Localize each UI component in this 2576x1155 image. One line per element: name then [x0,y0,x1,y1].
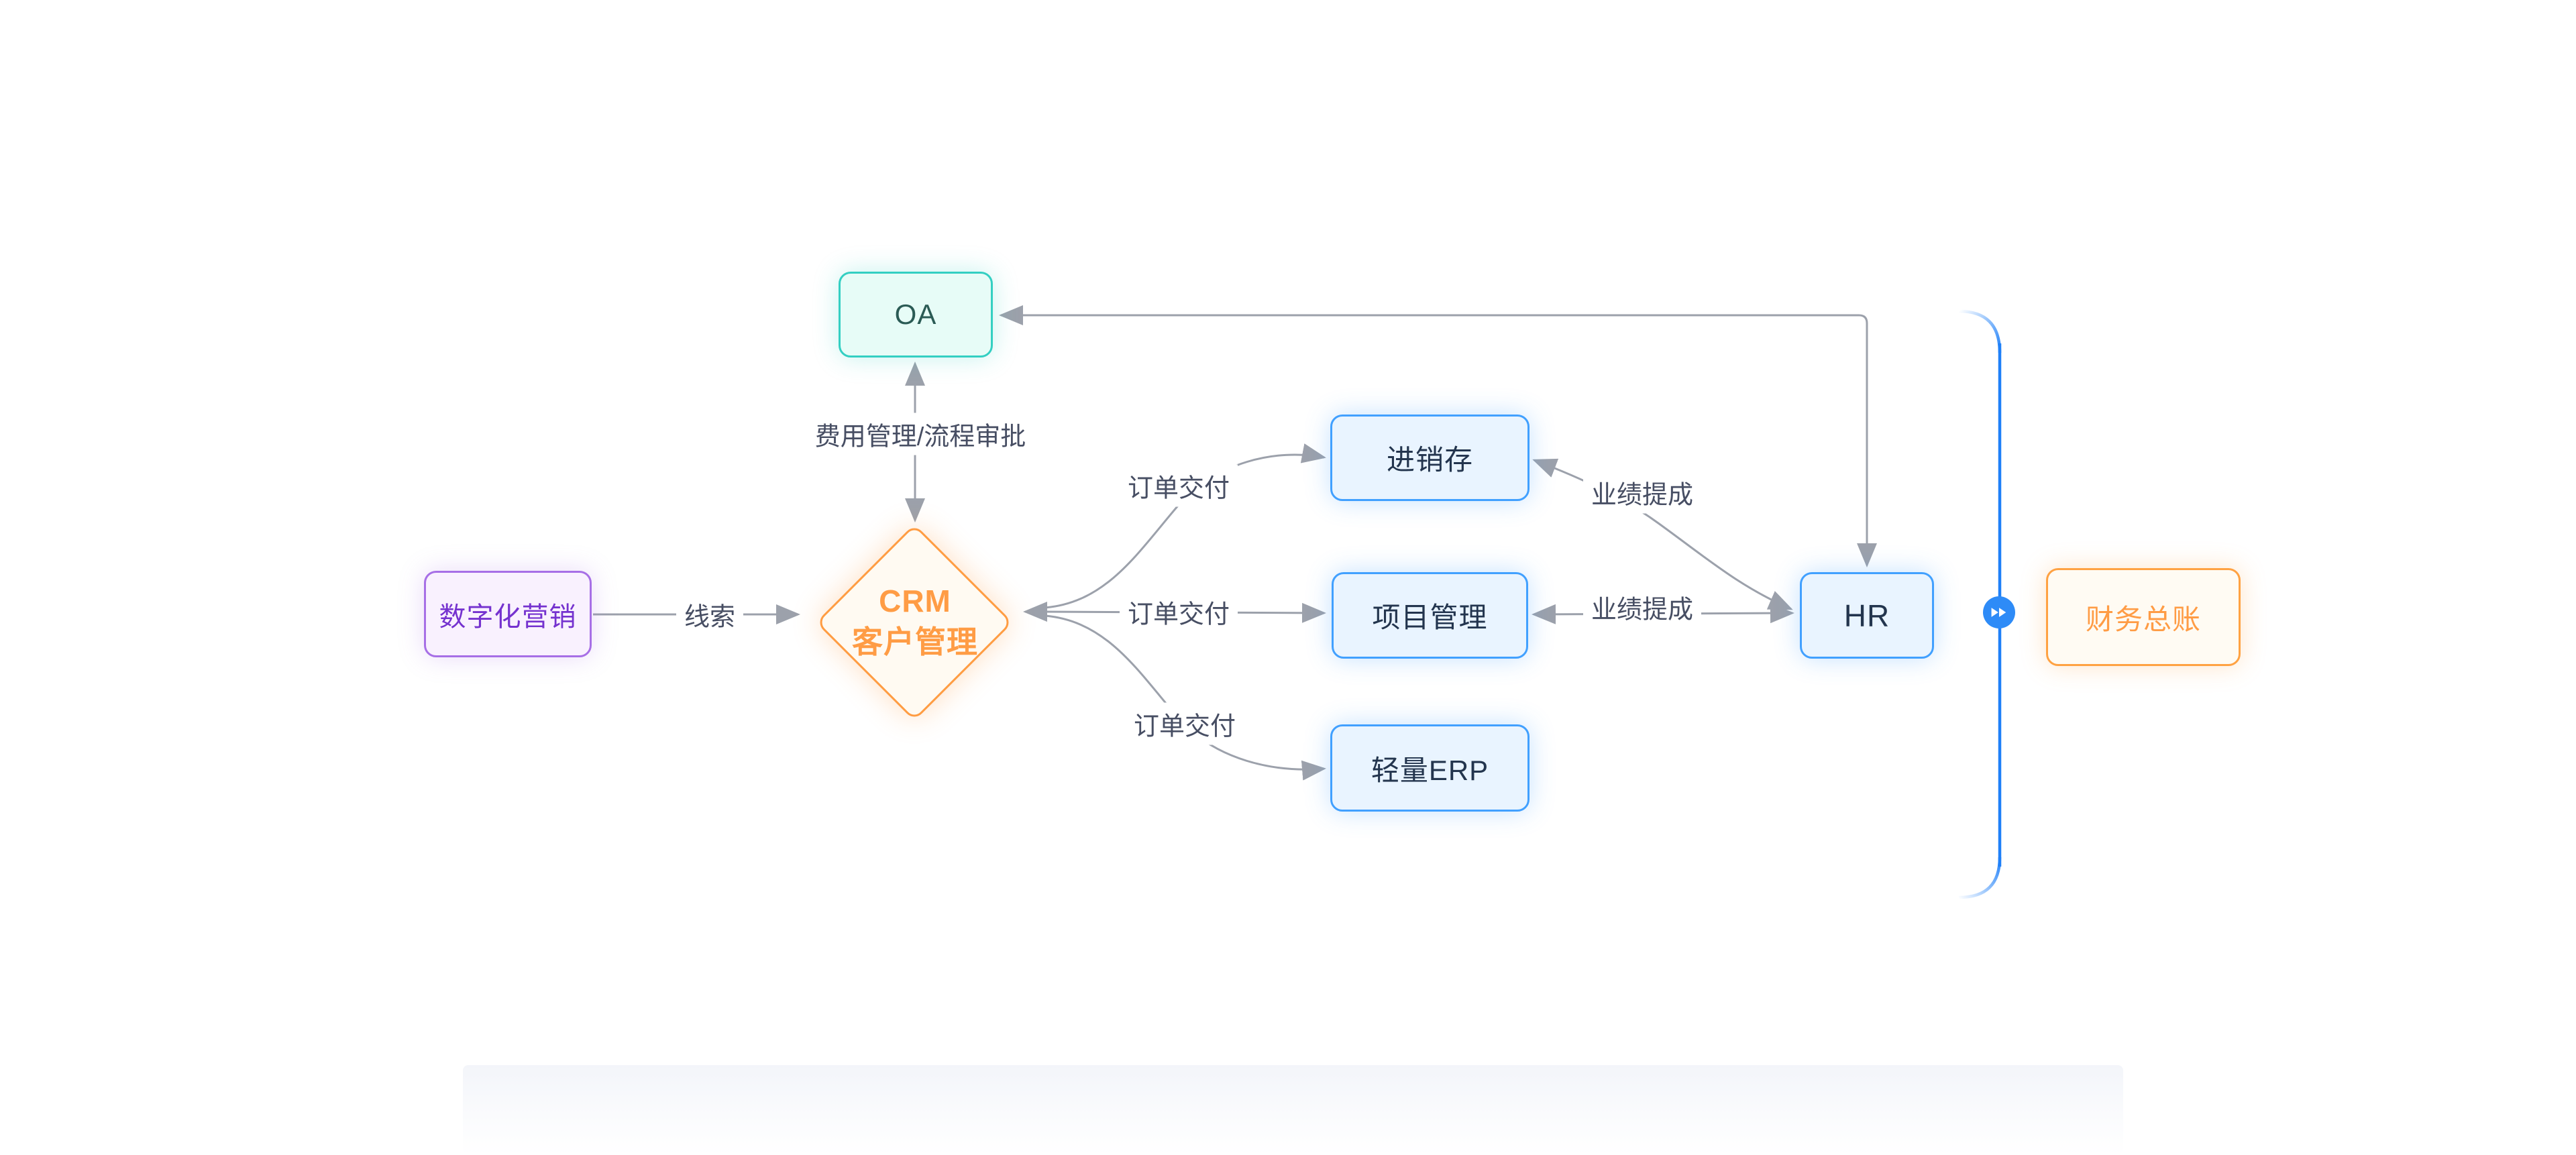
fast-forward-icon [1991,608,2006,617]
edge-label-leads: 线索 [676,593,744,636]
bottom-reflection [463,1065,2123,1155]
node-finance-ledger-label: 财务总账 [2085,603,2201,635]
node-inventory-label: 进销存 [1386,444,1473,476]
fast-forward-button[interactable] [1983,596,2015,628]
bracket-bottom [1958,857,2002,899]
edge-label-order-delivery-bottom: 订单交付 [1125,702,1244,745]
edge-label-commission-bottom: 业绩提成 [1582,586,1702,628]
node-finance-ledger[interactable]: 财务总账 [2046,568,2241,666]
node-light-erp[interactable]: 轻量ERP [1330,724,1529,812]
node-crm-label-line2: 客户管理 [852,624,978,659]
bracket-top [1958,309,2002,353]
node-inventory[interactable]: 进销存 [1330,415,1529,501]
node-crm-label-line1: CRM [879,584,951,618]
node-hr-label: HR [1843,598,1890,633]
edge-order-bottom [1044,614,1326,781]
node-digital-marketing-label: 数字化营销 [439,602,577,632]
node-hr[interactable]: HR [1800,572,1934,659]
node-oa[interactable]: OA [839,272,993,358]
edge-label-order-delivery-top: 订单交付 [1119,464,1238,507]
edge-label-expense-approval: 费用管理/流程审批 [806,412,1034,455]
node-digital-marketing[interactable]: 数字化营销 [424,571,592,657]
node-crm-label: CRM 客户管理 [830,581,1000,662]
edge-commission-inventory [1532,458,1793,610]
edge-label-commission-top: 业绩提成 [1582,471,1702,514]
node-light-erp-label: 轻量ERP [1371,754,1489,786]
node-project-management[interactable]: 项目管理 [1332,572,1528,659]
node-project-management-label: 项目管理 [1372,602,1488,633]
edge-label-order-delivery-mid: 订单交付 [1119,590,1238,633]
edge-oa-hr [999,305,1877,567]
node-oa-label: OA [894,298,937,330]
